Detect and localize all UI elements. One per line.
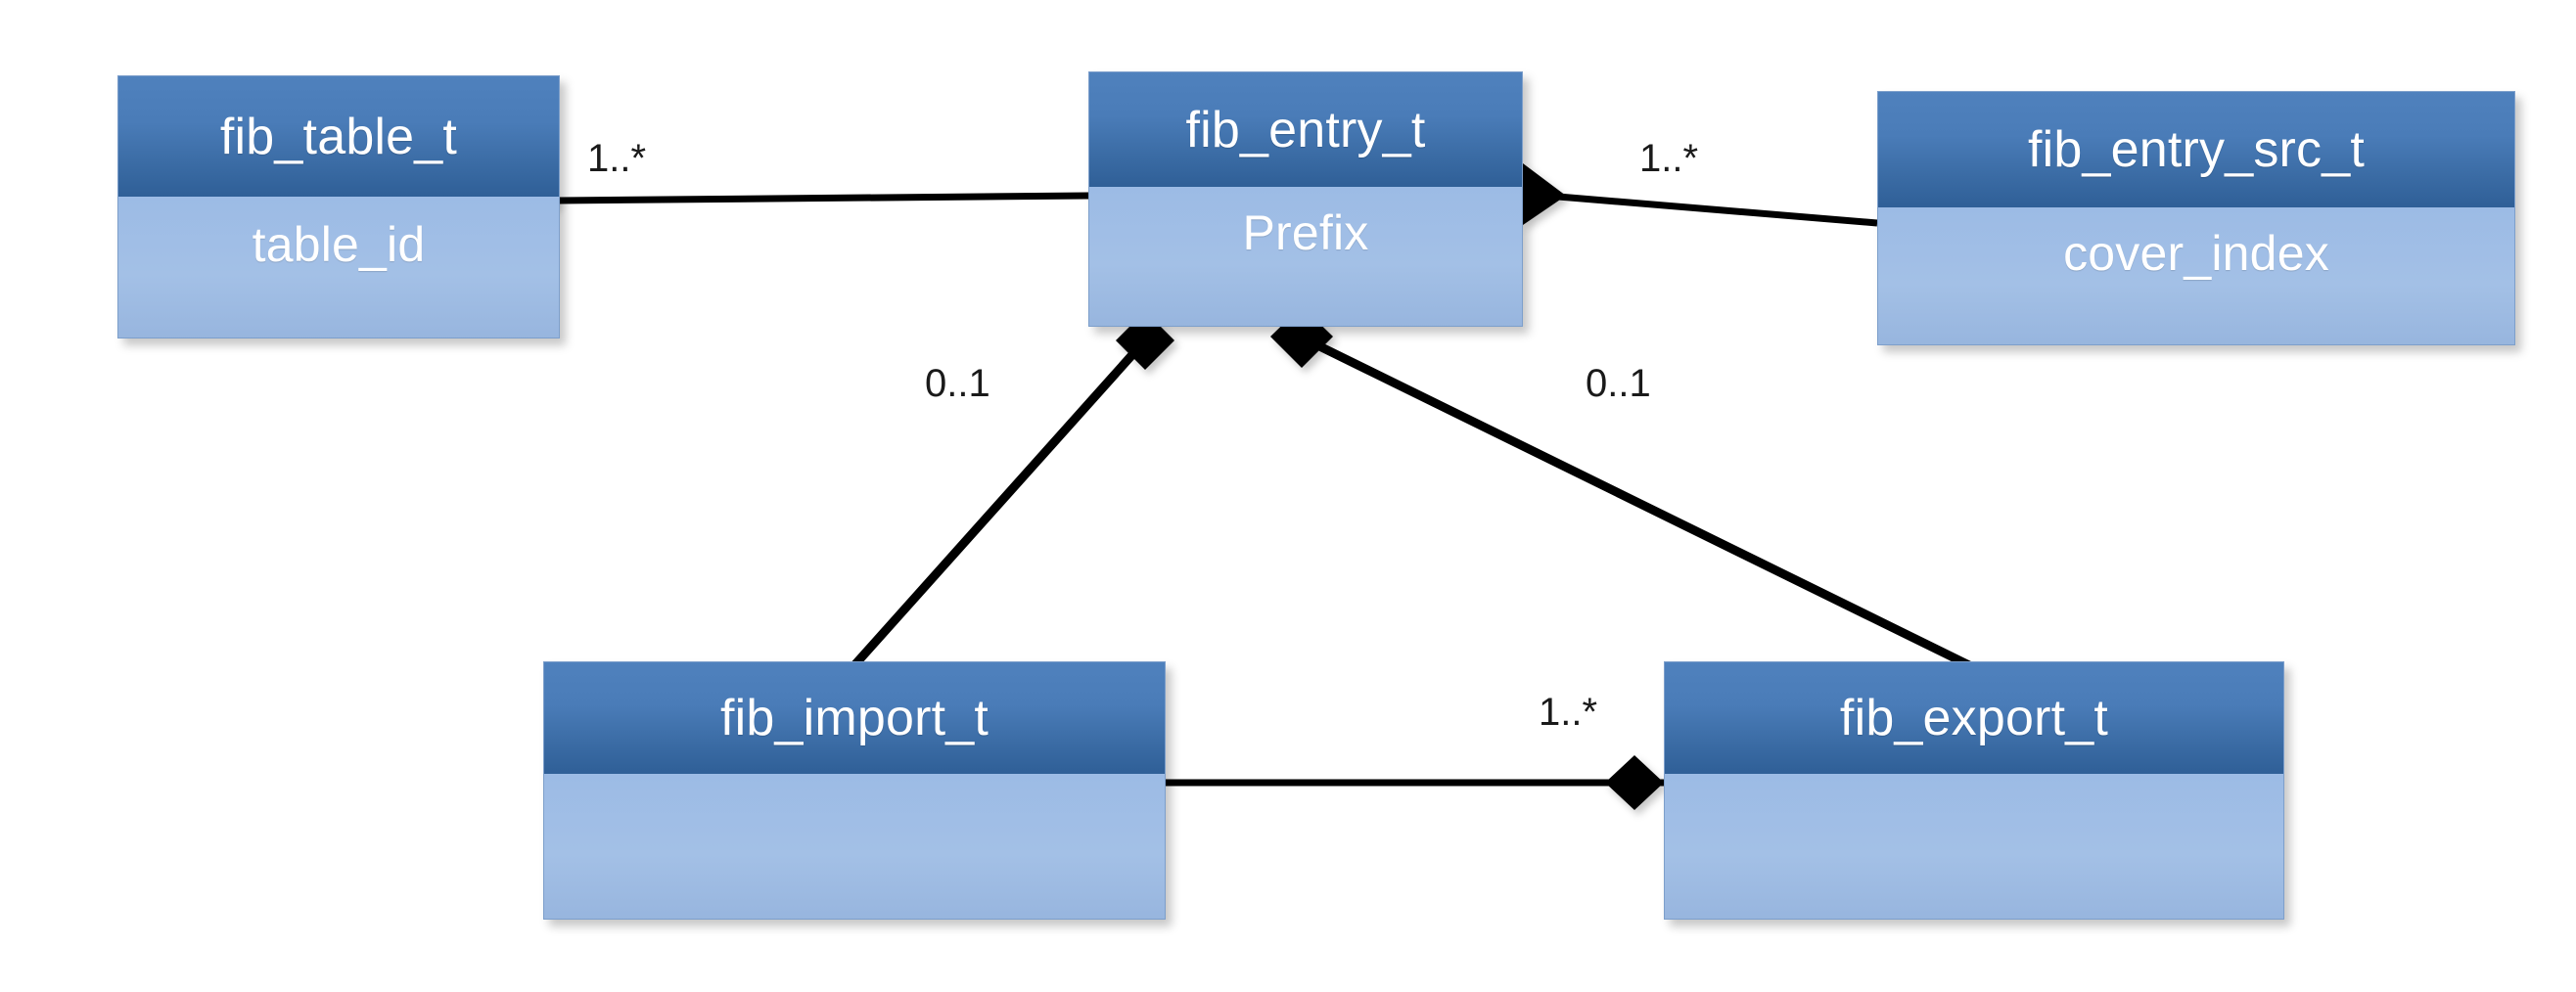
class-header-fib-export-t: fib_export_t	[1665, 662, 2283, 774]
multiplicity-label-table-to-entry: 1..*	[587, 137, 647, 180]
filled-diamond-icon	[1605, 755, 1664, 810]
class-body-fib-table-t: table_id	[118, 197, 559, 338]
multiplicity-label-entry-to-export: 0..1	[1586, 362, 1651, 405]
filled-arrow-icon	[1523, 163, 1566, 225]
class-name-label: fib_export_t	[1839, 690, 2109, 746]
edge-table-to-entry	[497, 174, 1089, 227]
class-attribute-label: table_id	[252, 217, 426, 272]
class-attribute-label: cover_index	[2063, 226, 2329, 281]
class-box-fib-entry-t[interactable]: fib_entry_t Prefix	[1088, 71, 1523, 327]
multiplicity-label-entry-to-entry-src: 1..*	[1639, 137, 1699, 180]
class-name-label: fib_entry_t	[1185, 101, 1426, 158]
class-name-label: fib_table_t	[219, 108, 458, 165]
multiplicity-label-entry-to-import: 0..1	[925, 362, 990, 405]
multiplicity-label-import-to-export: 1..*	[1539, 691, 1598, 734]
class-name-label: fib_entry_src_t	[2027, 121, 2366, 178]
edge-entry-to-export	[1270, 306, 1971, 670]
class-attribute-label: Prefix	[1242, 205, 1369, 260]
class-box-fib-entry-src-t[interactable]: fib_entry_src_t cover_index	[1877, 91, 2515, 345]
class-body-fib-import-t	[544, 774, 1165, 919]
cut-off-caption	[0, 0, 2576, 14]
class-box-fib-table-t[interactable]: fib_table_t table_id	[117, 75, 560, 338]
class-body-fib-export-t	[1665, 774, 2283, 919]
class-header-fib-import-t: fib_import_t	[544, 662, 1165, 774]
class-name-label: fib_import_t	[719, 690, 989, 746]
class-header-fib-entry-t: fib_entry_t	[1089, 72, 1522, 187]
class-header-fib-table-t: fib_table_t	[118, 76, 559, 197]
class-body-fib-entry-t: Prefix	[1089, 187, 1522, 326]
edge-entry-to-import	[851, 311, 1174, 669]
class-header-fib-entry-src-t: fib_entry_src_t	[1878, 92, 2514, 207]
class-box-fib-import-t[interactable]: fib_import_t	[543, 661, 1166, 920]
class-body-fib-entry-src-t: cover_index	[1878, 207, 2514, 344]
class-box-fib-export-t[interactable]: fib_export_t	[1664, 661, 2284, 920]
edge-import-to-export	[1166, 755, 1664, 810]
edge-entry-to-entry-src	[1522, 163, 1878, 227]
